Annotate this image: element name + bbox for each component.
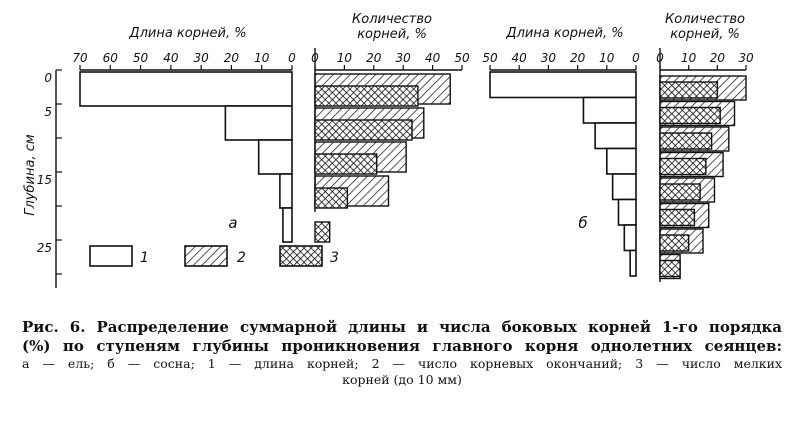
caption-line-3: а — ель; б — сосна; 1 — длина корней; 2 …: [22, 356, 782, 371]
length-tick-label-a: 0: [288, 51, 296, 65]
length-bar-a: [279, 173, 293, 209]
fine-roots-bar-a: [314, 221, 331, 243]
count-tick-label-a: 0: [311, 51, 319, 65]
caption-line-2: (%) по ступеням глубины проникновения гл…: [22, 337, 782, 355]
panel-label-a: а: [228, 214, 237, 232]
length-axis-title-a: Длина корней, %: [128, 26, 246, 41]
fine-roots-bar-b: [659, 157, 707, 176]
length-bar-a: [282, 207, 293, 243]
count-tick-label-a: 40: [425, 51, 441, 65]
length-bar-b: [489, 71, 637, 99]
fine-roots-bar-b: [659, 81, 719, 99]
length-tick-label-b: 30: [541, 51, 557, 65]
legend-label-2: 2: [237, 250, 246, 266]
length-bar-b: [611, 173, 637, 201]
length-tick-label-a: 10: [254, 51, 270, 65]
legend-swatch-3: [279, 245, 323, 267]
length-bar-b: [629, 249, 637, 277]
length-tick-label-a: 60: [103, 51, 119, 65]
figure-caption: Рис. 6. Распределение суммарной длины и …: [22, 318, 782, 388]
fine-roots-bar-a: [314, 119, 413, 141]
count-axis-title-b: Количество: [665, 12, 745, 27]
length-tick-label-b: 50: [482, 51, 498, 65]
fine-roots-bar-a: [314, 187, 349, 209]
caption-line-4: корней (до 10 мм): [342, 372, 462, 387]
depth-tick-label-a: 0: [44, 71, 52, 85]
length-bar-a: [257, 139, 293, 175]
panel-label-b: б: [578, 214, 587, 232]
legend-swatch-1: [89, 245, 133, 267]
count-tick-label-a: 50: [454, 51, 470, 65]
fine-roots-bar-b: [659, 132, 713, 150]
fine-roots-bar-b: [659, 208, 696, 227]
depth-tick-label-a: 5: [44, 105, 52, 119]
length-tick-label-a: 50: [133, 51, 149, 65]
caption-line-1: Рис. 6. Распределение суммарной длины и …: [22, 318, 782, 336]
depth-axis-title: Глубина, см: [23, 134, 38, 216]
count-axis-title-a: корней, %: [357, 27, 427, 42]
length-bar-a: [224, 105, 293, 141]
length-axis-title-b: Длина корней, %: [505, 26, 623, 41]
fine-roots-bar-a: [314, 153, 378, 175]
length-tick-label-b: 10: [599, 51, 615, 65]
length-bar-a: [79, 71, 293, 107]
legend-label-1: 1: [140, 250, 149, 266]
count-tick-label-b: 10: [681, 51, 697, 65]
count-tick-label-a: 10: [337, 51, 353, 65]
length-tick-label-a: 70: [72, 51, 88, 65]
fine-roots-bar-b: [659, 259, 681, 278]
count-tick-label-a: 30: [396, 51, 412, 65]
count-tick-label-b: 20: [710, 51, 726, 65]
count-tick-label-b: 0: [656, 51, 664, 65]
length-bar-b: [582, 96, 637, 124]
length-tick-label-a: 30: [194, 51, 210, 65]
length-bar-b: [617, 198, 637, 226]
length-bar-b: [605, 147, 637, 175]
length-bar-b: [594, 122, 637, 150]
count-axis-title-a: Количество: [352, 12, 432, 27]
count-tick-label-b: 30: [738, 51, 754, 65]
legend-swatch-2: [184, 245, 228, 267]
length-tick-label-a: 40: [163, 51, 179, 65]
count-axis-title-b: корней, %: [670, 27, 740, 42]
length-bar-b: [623, 224, 637, 252]
length-tick-label-b: 0: [632, 51, 640, 65]
depth-tick-label-a: 25: [37, 241, 52, 255]
length-tick-label-b: 40: [512, 51, 528, 65]
fine-roots-bar-a: [314, 85, 419, 107]
length-tick-label-a: 20: [224, 51, 240, 65]
depth-tick-label-a: 15: [37, 173, 52, 187]
fine-roots-bar-b: [659, 183, 701, 201]
legend-label-3: 3: [330, 250, 339, 266]
fine-roots-bar-b: [659, 234, 690, 252]
count-tick-label-a: 20: [366, 51, 382, 65]
fine-roots-bar-b: [659, 106, 721, 125]
length-tick-label-b: 20: [570, 51, 586, 65]
